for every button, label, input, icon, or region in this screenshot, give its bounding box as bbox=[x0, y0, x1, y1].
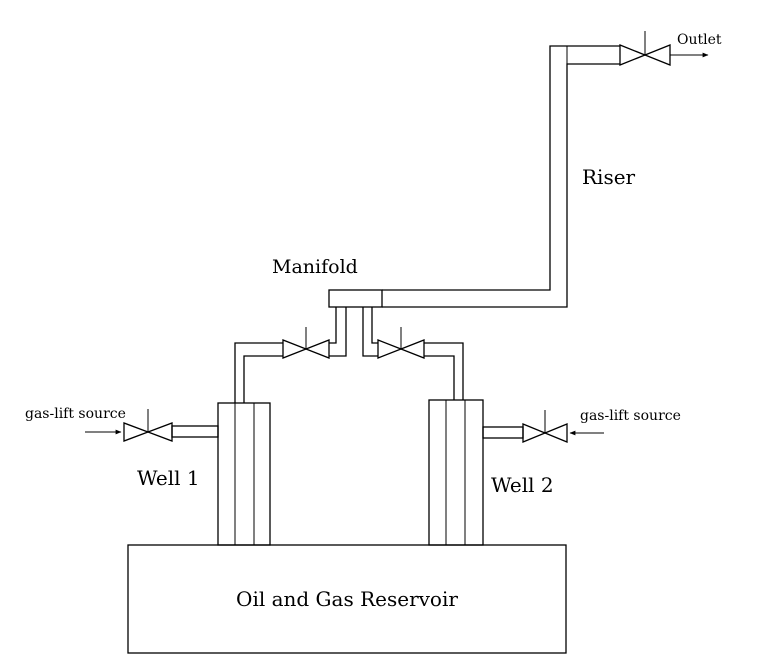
riser-outer-wall bbox=[382, 45, 620, 291]
gas-lift-right: gas-lift source bbox=[482, 408, 681, 443]
gas-lift-left-label: gas-lift source bbox=[25, 406, 126, 422]
well-2-label: Well 2 bbox=[491, 473, 554, 497]
gas-lift-left-valve bbox=[123, 409, 173, 442]
gas-lift-right-label: gas-lift source bbox=[580, 408, 681, 424]
gas-lift-right-pipe bbox=[482, 426, 524, 439]
manifold-header bbox=[328, 289, 383, 308]
well-2: Well 2 bbox=[428, 399, 554, 546]
well-1: Well 1 bbox=[137, 402, 271, 546]
manifold-label: Manifold bbox=[272, 256, 358, 278]
riser-label: Riser bbox=[582, 165, 636, 189]
well-1-casing bbox=[217, 402, 271, 546]
flowline-well-2-valve bbox=[377, 327, 425, 359]
gas-lift-left: gas-lift source bbox=[25, 406, 219, 442]
flowline-well-1 bbox=[234, 307, 347, 403]
manifold: Manifold bbox=[272, 256, 383, 308]
well-2-casing bbox=[428, 399, 484, 546]
reservoir: Oil and Gas Reservoir bbox=[127, 544, 567, 654]
riser-inner-wall bbox=[382, 63, 620, 308]
outlet-valve bbox=[619, 31, 671, 66]
reservoir-box bbox=[127, 544, 567, 654]
outlet-label: Outlet bbox=[677, 32, 722, 48]
reservoir-label: Oil and Gas Reservoir bbox=[236, 587, 458, 611]
outlet: Outlet bbox=[619, 31, 722, 66]
well-1-label: Well 1 bbox=[137, 466, 200, 490]
riser: Riser bbox=[382, 45, 636, 308]
flowline-well-2 bbox=[362, 307, 464, 400]
flowline-well-1-valve bbox=[282, 327, 330, 359]
gas-lift-right-valve bbox=[522, 410, 568, 443]
gas-lift-left-pipe bbox=[171, 425, 219, 438]
